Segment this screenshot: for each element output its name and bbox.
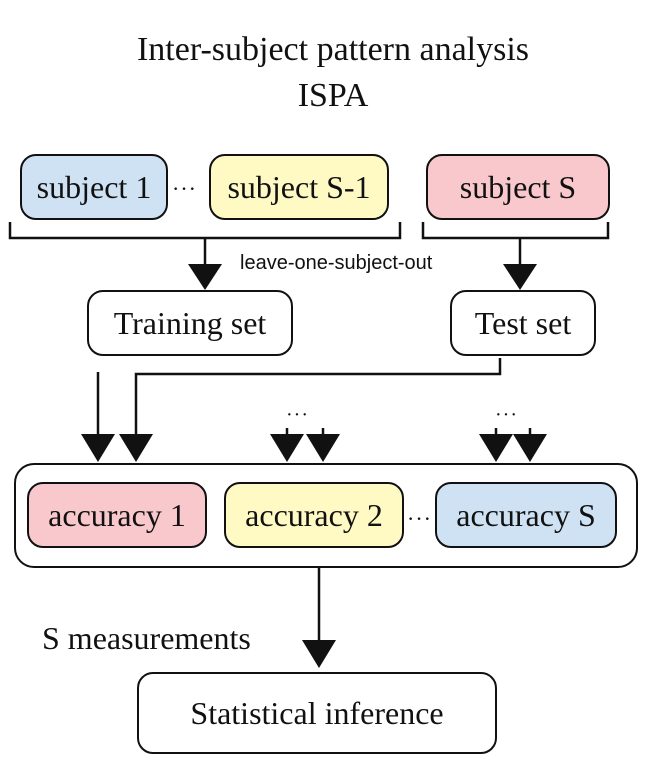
subject-1-label: subject 1: [36, 168, 152, 205]
accuracy-1-label: accuracy 1: [48, 496, 186, 533]
statistical-inference-label: Statistical inference: [190, 694, 444, 731]
accuracy-s-box: accuracy S: [435, 482, 617, 548]
accuracy-ellipsis: ···: [407, 506, 432, 531]
diagram-subtitle: ISPA: [297, 77, 369, 114]
diagram-title: Inter-subject pattern analysis: [136, 31, 530, 68]
test-to-accuracy-line: [134, 358, 502, 436]
subject-s-minus-1-box: subject S-1: [209, 154, 389, 220]
accuracy-1-arrowhead-b: [119, 434, 153, 462]
statistical-inference-box: Statistical inference: [137, 672, 497, 754]
accuracy-s-label: accuracy S: [456, 496, 596, 533]
training-set-label: Training set: [113, 304, 267, 341]
training-subjects-bracket: [8, 222, 402, 240]
accuracy-2-more-arrows: ···: [286, 404, 309, 426]
inference-arrowhead: [302, 640, 336, 668]
accuracy-2-arrowhead-b: [306, 434, 340, 462]
accuracy-2-box: accuracy 2: [224, 482, 404, 548]
subject-s-box: subject S: [426, 154, 610, 220]
s-measurements-label: S measurements: [42, 620, 251, 656]
training-set-box: Training set: [87, 290, 293, 356]
accuracy-1-arrowhead-a: [81, 434, 115, 462]
subject-s-label: subject S: [459, 168, 577, 205]
leave-one-subject-out-label: leave-one-subject-out: [240, 252, 433, 274]
accuracy-2-arrowhead-a: [270, 434, 304, 462]
accuracy-2-label: accuracy 2: [245, 496, 383, 533]
accuracy-s-more-arrows: ···: [495, 404, 518, 426]
accuracy-s-arrowhead-b: [513, 434, 547, 462]
training-arrowhead: [188, 264, 222, 290]
subjects-ellipsis: ···: [172, 176, 197, 201]
subject-s-minus-1-label: subject S-1: [227, 168, 371, 205]
accuracy-1-box: accuracy 1: [27, 482, 207, 548]
test-arrowhead: [503, 264, 537, 290]
subject-1-box: subject 1: [20, 154, 168, 220]
test-set-label: Test set: [474, 304, 572, 341]
test-set-box: Test set: [450, 290, 596, 356]
accuracy-s-arrowhead-a: [479, 434, 513, 462]
test-subject-bracket: [421, 222, 610, 240]
